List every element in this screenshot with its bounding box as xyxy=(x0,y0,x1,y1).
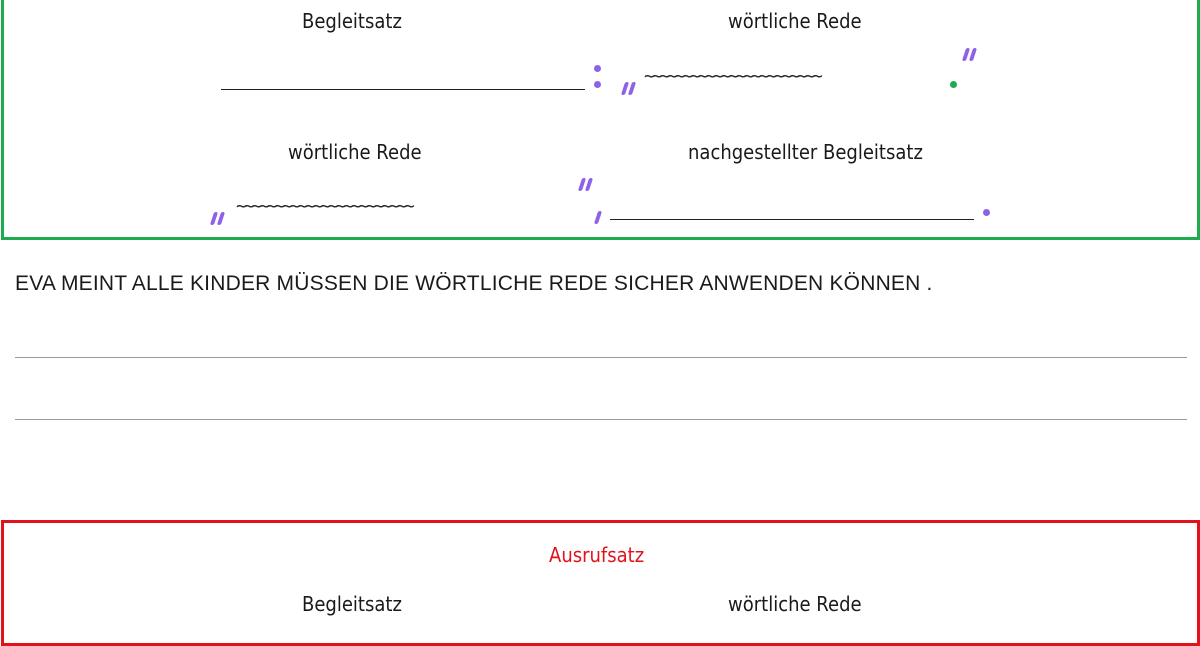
answer-line-1[interactable] xyxy=(15,357,1187,358)
green-pattern-box xyxy=(1,0,1200,240)
heading-nachgestellter-begleitsatz: nachgestellter Begleitsatz xyxy=(688,140,923,164)
begleitsatz-blank-line xyxy=(221,89,585,90)
period-dot xyxy=(950,81,957,88)
heading-begleitsatz-red: Begleitsatz xyxy=(302,592,402,616)
colon-dot-bottom xyxy=(594,81,601,88)
speech-placeholder-squiggle-2: ~~~~~~~~~~~~~~~~~~~~~~~ xyxy=(236,196,415,217)
exercise-sentence: EVA MEINT ALLE KINDER MÜSSEN DIE WÖRTLIC… xyxy=(15,272,933,295)
answer-line-2[interactable] xyxy=(15,419,1187,420)
red-pattern-box xyxy=(1,520,1200,646)
heading-woertliche-rede-2: wörtliche Rede xyxy=(288,140,422,164)
heading-begleitsatz: Begleitsatz xyxy=(302,9,402,33)
heading-woertliche-rede: wörtliche Rede xyxy=(728,9,862,33)
end-period-dot xyxy=(983,209,990,216)
heading-woertliche-rede-red: wörtliche Rede xyxy=(728,592,862,616)
speech-placeholder-squiggle: ~~~~~~~~~~~~~~~~~~~~~~~ xyxy=(644,66,823,87)
nachgestellter-blank-line xyxy=(610,219,974,220)
heading-ausrufsatz: Ausrufsatz xyxy=(549,543,645,567)
colon-dot-top xyxy=(594,65,601,72)
